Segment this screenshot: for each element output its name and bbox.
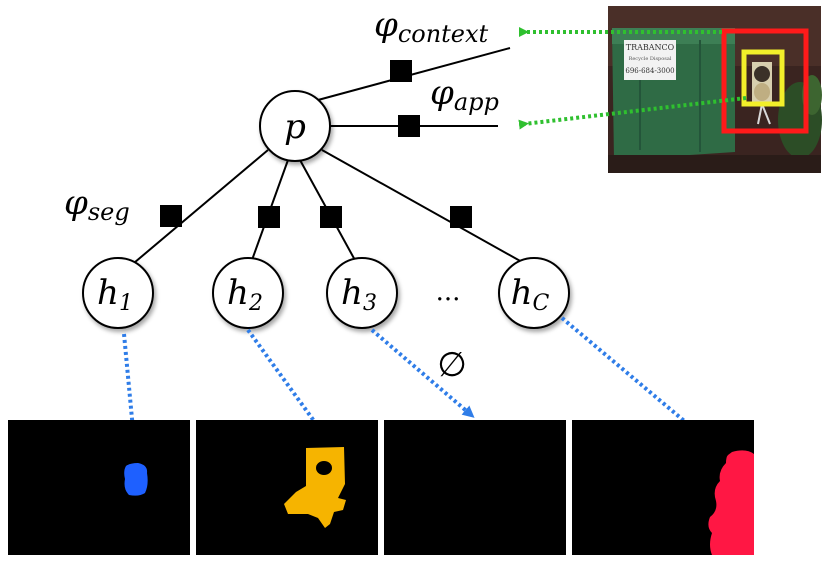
factor-app-label: φapp [430,73,499,116]
h2-mask-arrow [246,328,326,437]
hypothesis-node-h3-label: h3 [341,273,377,316]
hypothesis-node-h2-label: h2 [227,273,263,316]
hypothesis-node-hC: hC [498,257,570,329]
factor-seg-label: φseg [64,183,130,226]
root-node: p [259,90,331,162]
object-box [741,49,785,107]
edge-h1 [127,149,269,269]
mask-panel-2 [196,420,378,555]
hypothesis-ellipsis: ... [436,277,461,307]
factor-seg-h2-square [258,206,280,228]
hypothesis-node-h1-label: h1 [97,273,133,316]
app-arrow [518,96,747,130]
factor-squares [160,60,472,228]
svg-text:Recycle Disposal: Recycle Disposal [629,56,672,62]
mask-2-blob [284,447,346,528]
dumpster-sign [624,40,676,80]
hypothesis-node-h2: h2 [212,257,284,329]
factor-seg-h3-square [320,206,342,228]
factor-seg-hC-square [450,206,472,228]
factor-seg-h1-square [160,205,182,227]
hypothesis-node-h1: h1 [82,257,154,329]
mask-panel-1 [8,420,190,555]
mask-1-blob [124,463,148,496]
factor-context-label: φcontext [374,5,489,48]
hypothesis-node-hC-label: hC [511,273,550,316]
svg-text:696-684-3000: 696-684-3000 [625,67,674,75]
edge-context [317,47,511,101]
edge-hC [321,149,523,263]
empty-set-symbol: ∅ [437,345,467,385]
factor-context-square [390,60,412,82]
factor-edges [127,47,523,269]
mask-4-blob [708,450,754,555]
context-box [721,28,809,134]
factor-app-square [398,115,420,137]
mask-panel-4 [572,420,754,555]
svg-text:TRABANCO: TRABANCO [626,43,675,52]
mask-panel-3 [384,420,566,555]
root-node-label: p [284,107,306,147]
factor-arrows [518,27,747,130]
hypothesis-node-h3: h3 [326,257,398,329]
